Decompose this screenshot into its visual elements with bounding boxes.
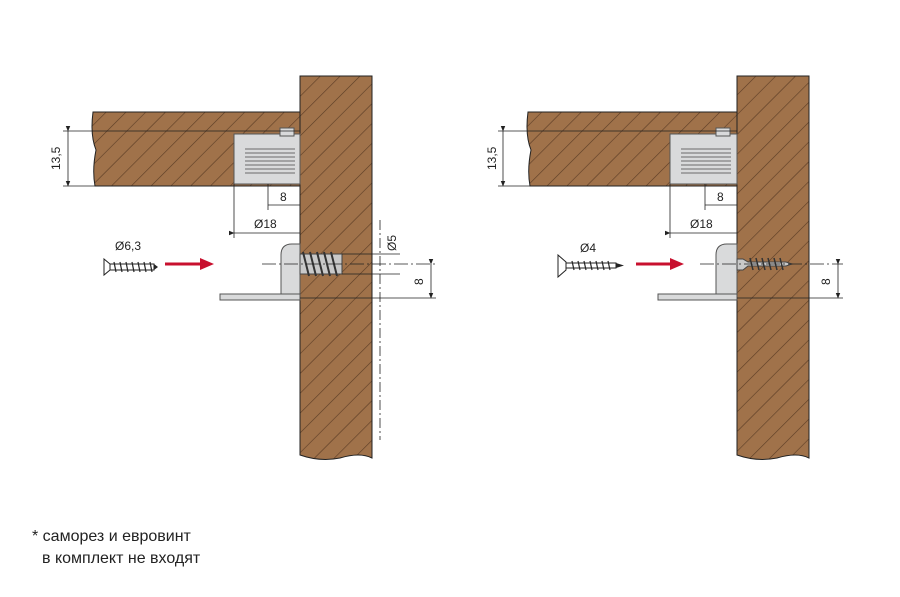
right-figure: 13,5 8 Ø18 Ø4 8 xyxy=(485,75,843,460)
left-insertion-arrow xyxy=(165,258,214,270)
right-screw-label: Ø4 xyxy=(580,241,596,255)
right-height-label: 13,5 xyxy=(485,146,499,170)
left-dim-height xyxy=(63,125,300,187)
right-bracket-plate xyxy=(657,293,738,301)
left-connector-grille xyxy=(245,146,295,176)
right-connector-grille xyxy=(681,146,731,176)
right-bracket-pin-holder xyxy=(715,243,738,295)
right-connector-tab xyxy=(715,127,731,137)
left-height-label: 13,5 xyxy=(49,146,63,170)
footnote-line-1: * саморез и евровинт xyxy=(32,528,191,545)
right-screw-illustration xyxy=(557,253,624,279)
left-hole-label: Ø5 xyxy=(385,235,399,251)
left-dim-offset xyxy=(267,184,300,210)
footnote: * саморез и евровинт в комплект не входя… xyxy=(32,526,200,570)
left-screw-illustration xyxy=(103,257,158,277)
left-dim-diameter xyxy=(228,184,300,238)
left-diameter-label: Ø18 xyxy=(254,217,277,231)
right-pin-offset-label: 8 xyxy=(819,278,833,285)
footnote-line-2: в комплект не входят xyxy=(42,550,201,567)
left-bracket-pin-holder xyxy=(280,243,301,295)
right-offset-label: 8 xyxy=(717,190,724,204)
left-offset-label: 8 xyxy=(280,190,287,204)
left-dim-hole xyxy=(342,220,400,440)
right-wall-panel xyxy=(736,75,810,460)
right-diameter-label: Ø18 xyxy=(690,217,713,231)
left-screw-label: Ø6,3 xyxy=(115,239,141,253)
left-bracket-plate xyxy=(219,293,301,301)
right-dim-offset xyxy=(704,184,737,210)
right-insertion-arrow xyxy=(636,258,684,270)
left-connector-tab xyxy=(279,127,295,137)
left-figure: 13,5 8 Ø18 Ø6,3 Ø5 8 xyxy=(49,75,436,460)
right-dim-height xyxy=(498,125,737,187)
left-dim-pin xyxy=(262,258,436,299)
left-pin-offset-label: 8 xyxy=(412,278,426,285)
right-dim-diameter xyxy=(664,184,737,238)
right-dim-pin xyxy=(700,258,843,299)
